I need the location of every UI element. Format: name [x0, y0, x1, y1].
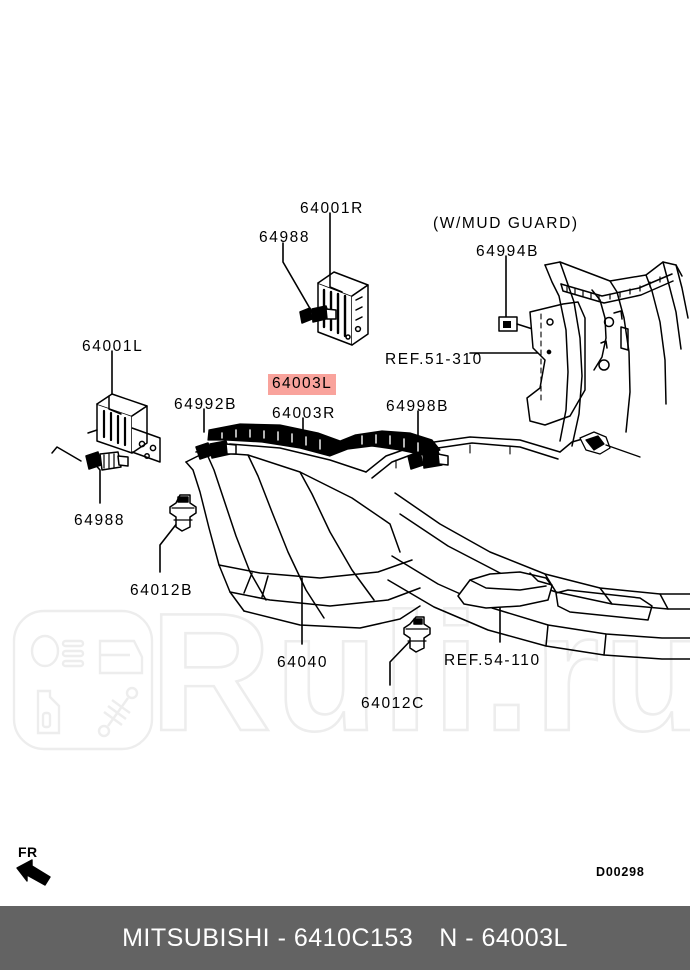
footer-brand-code: MITSUBISHI - 6410C153 — [122, 923, 414, 952]
part-bumper-lower-sweep — [387, 492, 690, 660]
label-ref-54-110: REF.54-110 — [444, 652, 541, 669]
label-64001L: 64001L — [82, 338, 144, 355]
label-ref-51-310: REF.51-310 — [385, 351, 483, 368]
label-64998B: 64998B — [386, 398, 450, 415]
part-mud-guard — [526, 301, 586, 426]
footer-bar: MITSUBISHI - 6410C153 N - 64003L — [0, 906, 690, 970]
drawing-code: D00298 — [596, 865, 645, 879]
label-64040: 64040 — [277, 654, 329, 671]
front-direction-arrow-icon — [16, 859, 51, 886]
part-body-trim-strip — [560, 273, 674, 304]
part-64992B-retainer-strip — [207, 423, 441, 457]
orientation-marker-label: FR — [18, 844, 38, 860]
label-64012C: 64012C — [361, 695, 425, 712]
label-w-mud-guard: (W/MUD GUARD) — [433, 215, 579, 232]
bumper-technical-drawing — [51, 212, 690, 686]
part-64012C-clip — [403, 616, 431, 653]
part-reflector — [457, 571, 553, 609]
label-64992B: 64992B — [174, 396, 238, 413]
part-64012B-clip — [169, 494, 197, 532]
part-64003R-retainer — [579, 431, 641, 458]
label-64988-left: 64988 — [74, 512, 126, 529]
label-64012B: 64012B — [130, 582, 194, 599]
label-64003L-highlighted: 64003L — [268, 374, 337, 395]
label-64001R: 64001R — [300, 200, 364, 217]
label-64994B: 64994B — [476, 243, 540, 260]
label-64988-top: 64988 — [259, 229, 311, 246]
part-64001R-bracket — [317, 271, 369, 346]
part-64988-bolt-left — [51, 446, 129, 471]
part-rear-body-panel — [544, 261, 689, 447]
part-64992B-screw — [195, 440, 237, 460]
footer-part-number: N - 64003L — [439, 923, 568, 952]
part-64994B-clip — [498, 316, 546, 334]
label-64003R: 64003R — [272, 405, 336, 422]
part-64001L-bracket — [87, 393, 161, 463]
part-64040-bumper-cover — [185, 436, 587, 629]
part-64988-bolt-upper — [299, 305, 337, 324]
